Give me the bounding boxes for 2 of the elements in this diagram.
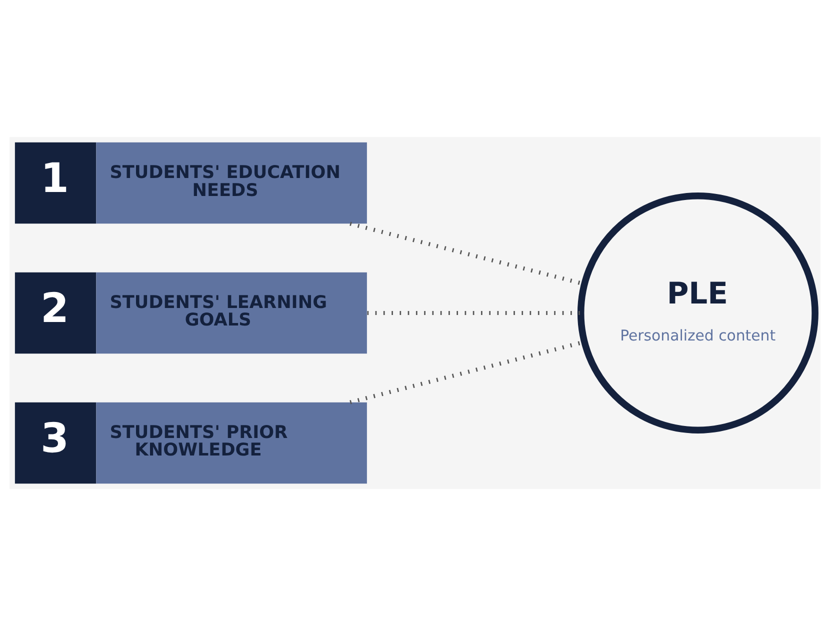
node-circle: PLE Personalized content bbox=[576, 192, 818, 433]
connector bbox=[366, 310, 580, 315]
